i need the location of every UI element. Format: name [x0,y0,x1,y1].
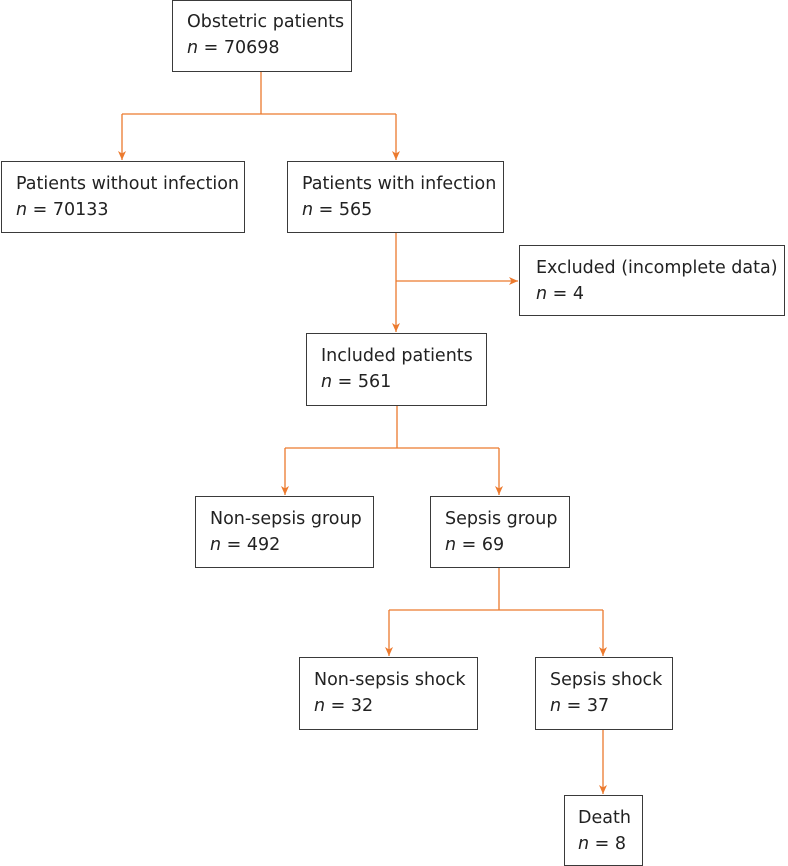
node-excluded: Excluded (incomplete data) n = 4 [519,245,785,316]
node-included-patients: Included patients n = 561 [306,333,487,406]
n-symbol: n [445,535,457,555]
node-count: 492 [246,535,281,555]
equals-sign: = [198,38,224,58]
node-count-line: n = 70698 [187,35,351,61]
connector-included-split [285,406,499,449]
node-patients-without-infection: Patients without infection n = 70133 [1,161,245,233]
node-obstetric-patients: Obstetric patients n = 70698 [172,0,352,72]
n-symbol: n [187,38,199,58]
node-count-line: n = 8 [578,831,642,857]
n-symbol: n [302,200,314,220]
equals-sign: = [27,200,53,220]
node-non-sepsis-group: Non-sepsis group n = 492 [195,496,374,568]
node-count: 8 [614,834,627,854]
node-count-line: n = 70133 [16,197,244,223]
node-count: 70698 [223,38,280,58]
node-count: 37 [586,696,610,716]
node-count-line: n = 561 [321,369,486,395]
node-count: 565 [338,200,373,220]
equals-sign: = [456,535,482,555]
node-death: Death n = 8 [564,795,643,866]
node-count-line: n = 37 [550,693,672,719]
equals-sign: = [547,284,573,304]
node-count: 561 [357,372,392,392]
node-count: 32 [350,696,374,716]
connector-sepsis-split [389,568,603,611]
equals-sign: = [561,696,587,716]
node-count-line: n = 565 [302,197,503,223]
node-count: 70133 [52,200,109,220]
equals-sign: = [221,535,247,555]
equals-sign: = [589,834,615,854]
equals-sign: = [313,200,339,220]
node-title: Death [578,808,631,828]
node-title: Non-sepsis shock [314,670,466,690]
node-count-line: n = 69 [445,532,569,558]
node-title: Patients with infection [302,174,497,194]
node-count-line: n = 4 [536,281,784,307]
n-symbol: n [314,696,326,716]
n-symbol: n [16,200,28,220]
node-patients-with-infection: Patients with infection n = 565 [287,161,504,233]
node-count: 69 [481,535,505,555]
n-symbol: n [578,834,590,854]
node-title: Sepsis shock [550,670,663,690]
node-count-line: n = 492 [210,532,373,558]
n-symbol: n [550,696,562,716]
n-symbol: n [536,284,548,304]
node-title: Excluded (incomplete data) [536,258,778,278]
n-symbol: n [210,535,222,555]
node-count: 4 [572,284,585,304]
node-title: Patients without infection [16,174,239,194]
node-title: Included patients [321,346,473,366]
node-non-sepsis-shock: Non-sepsis shock n = 32 [299,657,478,730]
node-sepsis-shock: Sepsis shock n = 37 [535,657,673,730]
node-title: Non-sepsis group [210,509,362,529]
node-title: Sepsis group [445,509,558,529]
equals-sign: = [332,372,358,392]
node-title: Obstetric patients [187,12,345,32]
node-sepsis-group: Sepsis group n = 69 [430,496,570,568]
equals-sign: = [325,696,351,716]
connector-obstetric-split [122,72,396,115]
n-symbol: n [321,372,333,392]
node-count-line: n = 32 [314,693,477,719]
